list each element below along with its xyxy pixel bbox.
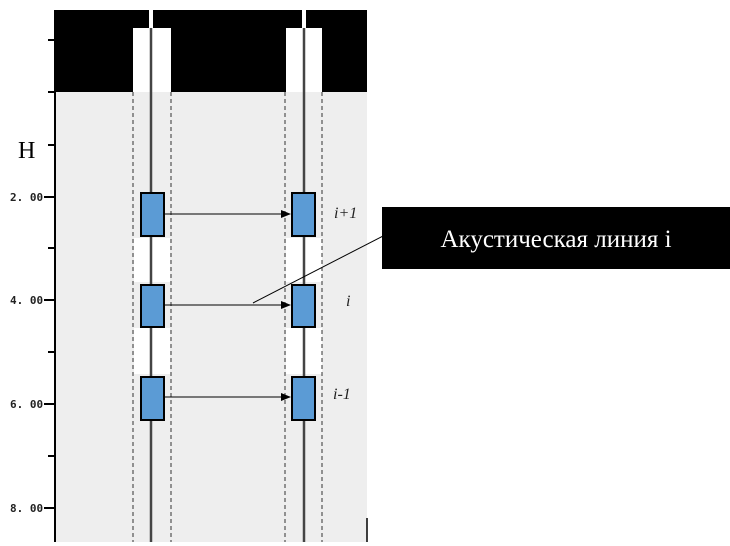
axis-label: H [18, 138, 35, 164]
callout-text: Акустическая линия i [440, 226, 671, 253]
callout-box [382, 207, 730, 269]
slot-right [302, 10, 306, 30]
well-background [55, 92, 367, 542]
line-label: i-1 [333, 386, 351, 403]
tick-label: 2. 00 [10, 191, 43, 204]
line-label: i [346, 293, 350, 310]
sensor-left-2 [140, 284, 165, 328]
slot-left [149, 10, 153, 30]
line-label: i+1 [334, 205, 357, 222]
tick-label: 6. 00 [10, 398, 43, 411]
sensor-right-1 [291, 192, 316, 237]
sensor-right-3 [291, 376, 316, 421]
tick-label: 8. 00 [10, 502, 43, 515]
tick-label: 4. 00 [10, 294, 43, 307]
sensor-left-1 [140, 192, 165, 237]
callout-leader [252, 235, 384, 304]
sensor-right-2 [291, 284, 316, 328]
axis-ticks [44, 39, 55, 509]
sensor-left-3 [140, 376, 165, 421]
